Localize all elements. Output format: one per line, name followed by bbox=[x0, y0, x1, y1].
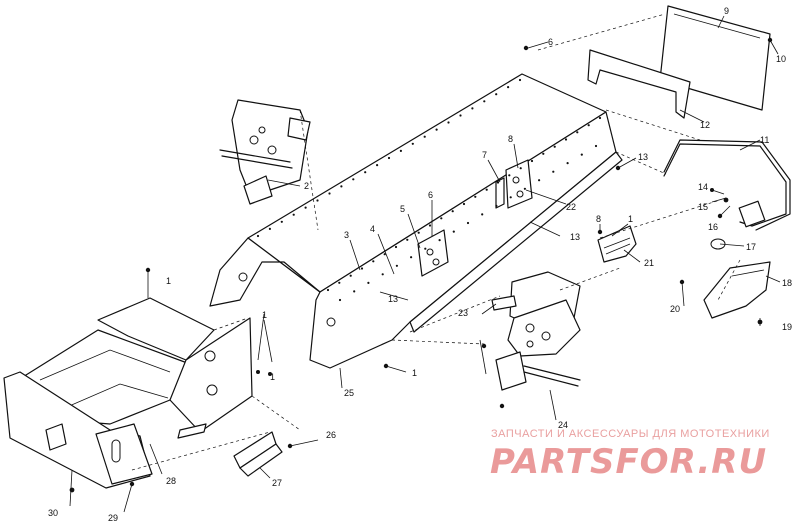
callout-20: 20 bbox=[670, 304, 680, 314]
callout-1: 1 bbox=[412, 368, 417, 378]
callout-13: 13 bbox=[388, 294, 398, 304]
callout-21: 21 bbox=[644, 258, 654, 268]
callout-8: 8 bbox=[596, 214, 601, 224]
callout-29: 29 bbox=[108, 513, 118, 523]
callout-30: 30 bbox=[48, 508, 58, 518]
leader-lines bbox=[69, 15, 781, 513]
callout-1: 1 bbox=[628, 214, 633, 224]
callout-24: 24 bbox=[558, 420, 568, 430]
callout-17: 17 bbox=[746, 242, 756, 252]
callout-13: 13 bbox=[570, 232, 580, 242]
cover-18 bbox=[703, 261, 771, 319]
callout-13: 13 bbox=[638, 152, 648, 162]
bracket-12 bbox=[587, 49, 691, 119]
callout-27: 27 bbox=[272, 478, 282, 488]
callout-10: 10 bbox=[776, 54, 786, 64]
tunnel-left-end bbox=[209, 237, 321, 307]
callout-4: 4 bbox=[370, 224, 375, 234]
callout-18: 18 bbox=[782, 278, 792, 288]
callout-25: 25 bbox=[344, 388, 354, 398]
callout-1: 1 bbox=[262, 310, 267, 320]
tunnel-assembly bbox=[209, 73, 623, 369]
part-callouts: 6 9 10 12 2 11 13 8 7 22 14 15 16 17 6 5… bbox=[48, 6, 792, 523]
callout-23: 23 bbox=[458, 308, 468, 318]
callout-16: 16 bbox=[708, 222, 718, 232]
callout-3: 3 bbox=[344, 230, 349, 240]
callout-6: 6 bbox=[428, 190, 433, 200]
watermark-caption: ЗАПЧАСТИ И АКСЕССУАРЫ ДЛЯ МОТОТЕХНИКИ bbox=[491, 428, 770, 440]
callout-7: 7 bbox=[482, 150, 487, 160]
rear-bumper-11 bbox=[663, 139, 791, 250]
fasteners bbox=[69, 37, 773, 493]
callout-19: 19 bbox=[782, 322, 792, 332]
callout-6: 6 bbox=[548, 37, 553, 47]
callout-2: 2 bbox=[304, 181, 309, 191]
callout-22: 22 bbox=[566, 202, 576, 212]
mount-assembly-24 bbox=[479, 271, 581, 391]
callout-8: 8 bbox=[508, 134, 513, 144]
bracket-21 bbox=[597, 225, 637, 263]
callout-15: 15 bbox=[698, 202, 708, 212]
side-plate-8 bbox=[505, 159, 533, 209]
bracket-27 bbox=[233, 431, 283, 477]
watermark-logo: PARTSFOR.RU bbox=[490, 442, 768, 482]
front-bulkhead bbox=[3, 297, 253, 489]
callout-1: 1 bbox=[270, 372, 275, 382]
tunnel-rail bbox=[409, 151, 623, 333]
callout-11: 11 bbox=[760, 135, 769, 145]
callout-14: 14 bbox=[698, 182, 708, 192]
callout-5: 5 bbox=[400, 204, 405, 214]
callout-12: 12 bbox=[700, 120, 710, 130]
callout-28: 28 bbox=[166, 476, 176, 486]
bracket-2 bbox=[219, 99, 311, 205]
callout-26: 26 bbox=[326, 430, 336, 440]
side-plate-28 bbox=[169, 317, 253, 433]
callout-9: 9 bbox=[724, 6, 729, 16]
callout-1: 1 bbox=[166, 276, 171, 286]
explode-lines bbox=[131, 13, 741, 471]
